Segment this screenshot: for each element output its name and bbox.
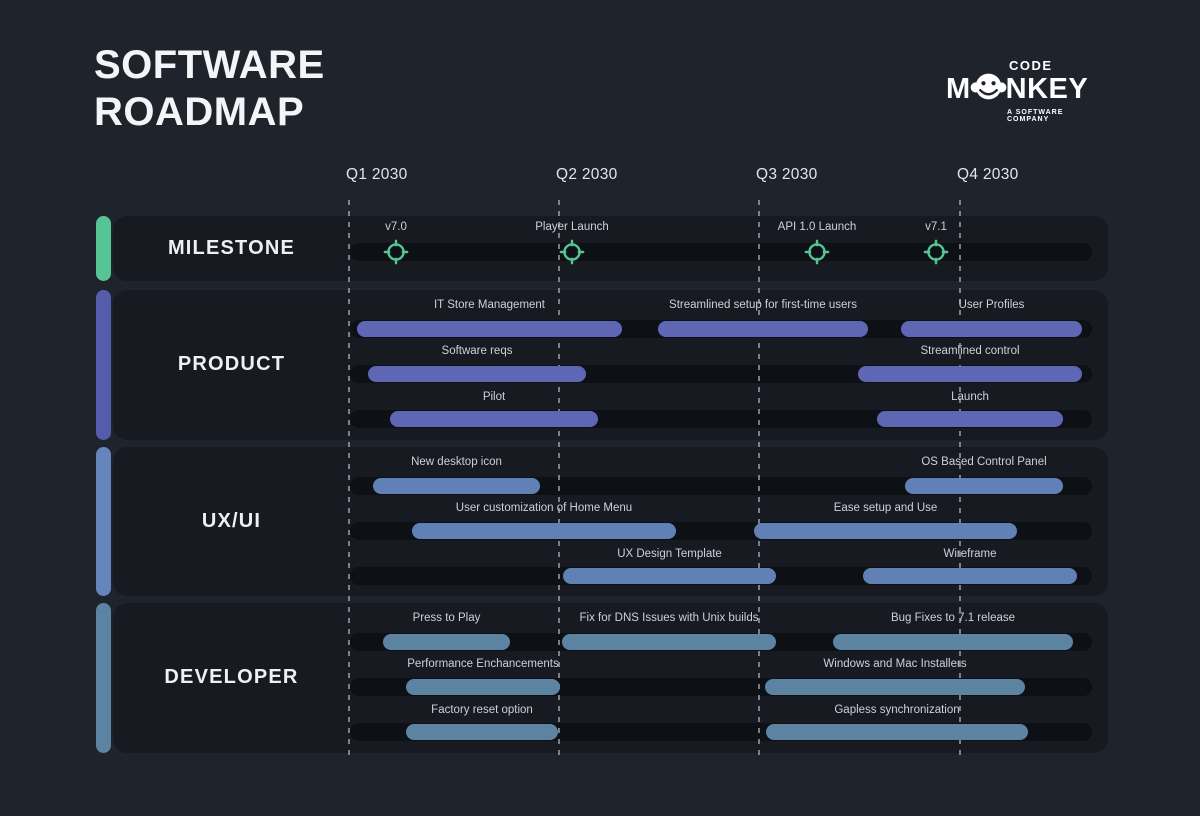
row-accent-ux-ui	[96, 447, 111, 596]
gantt-bar	[858, 366, 1082, 382]
quarter-gridline-2	[558, 200, 560, 756]
monkey-face-icon	[970, 70, 1007, 109]
gantt-bar-label: Wireframe	[943, 548, 997, 560]
gantt-bar	[406, 679, 560, 695]
quarter-label-3: Q3 2030	[756, 166, 818, 183]
gantt-bar-label: Streamlined control	[920, 345, 1020, 357]
gantt-bar	[877, 411, 1063, 427]
gantt-bar-label: Streamlined setup for first-time users	[669, 299, 857, 311]
gantt-bar-label: New desktop icon	[411, 456, 502, 468]
gantt-bar	[765, 679, 1025, 695]
gantt-bar	[905, 478, 1063, 494]
gantt-bar	[754, 523, 1017, 539]
gantt-bar	[863, 568, 1077, 584]
gantt-bar-label: IT Store Management	[433, 299, 546, 311]
gantt-bar-label: Windows and Mac Installers	[823, 658, 967, 670]
logo-tagline: A SOFTWARE COMPANY	[1007, 109, 1064, 123]
gantt-bar	[766, 724, 1028, 740]
page-title-line1: SOFTWARE	[94, 43, 325, 87]
row-accent-product	[96, 290, 111, 440]
gantt-bar-label: Ease setup and Use	[833, 502, 938, 514]
gantt-bar-label: Pilot	[482, 391, 506, 403]
gantt-bar-label: Bug Fixes to 7.1 release	[890, 612, 1016, 624]
gantt-bar-label: UX Design Template	[617, 548, 722, 560]
milestone-track	[350, 243, 1092, 261]
gantt-bar-label: OS Based Control Panel	[921, 456, 1047, 468]
row-accent-milestone	[96, 216, 111, 281]
logo-letters-nkey: NKEY	[1005, 73, 1089, 105]
gantt-bar-label: User Profiles	[958, 299, 1025, 311]
milestone-target-icon	[804, 239, 830, 265]
row-accent-developer	[96, 603, 111, 753]
gantt-bar	[658, 321, 868, 337]
row-label-product: PRODUCT	[177, 353, 286, 375]
logo-letter-m: M	[946, 73, 971, 105]
quarter-label-4: Q4 2030	[957, 166, 1019, 183]
gantt-bar-label: Gapless synchronization	[834, 704, 960, 716]
gantt-bar	[901, 321, 1082, 337]
quarter-label-1: Q1 2030	[346, 166, 408, 183]
milestone-target-icon	[559, 239, 585, 265]
row-label-ux-ui: UX/UI	[201, 509, 262, 532]
gantt-bar-label: Press to Play	[412, 612, 481, 624]
milestone-label: Player Launch	[535, 221, 609, 233]
gantt-bar	[406, 724, 558, 740]
milestone-label: v7.1	[925, 221, 947, 233]
quarter-gridline-3	[758, 200, 760, 756]
quarter-gridline-1	[348, 200, 350, 756]
gantt-bar	[357, 321, 622, 337]
logo-word-code: CODE	[1009, 58, 1053, 73]
logo-word-monkey: M NKEY	[946, 70, 1088, 109]
gantt-bar-label: Performance Enchancements	[407, 658, 559, 670]
page-title: SOFTWARE ROADMAP	[94, 42, 325, 136]
gantt-bar-label: Factory reset option	[431, 704, 533, 716]
gantt-bar	[390, 411, 598, 427]
row-label-milestone: MILESTONE	[167, 236, 296, 259]
gantt-bar-label: Launch	[951, 391, 989, 403]
gantt-bar	[833, 634, 1073, 650]
gantt-bar-label: Fix for DNS Issues with Unix builds	[579, 612, 759, 624]
milestone-target-icon	[923, 239, 949, 265]
gantt-bar-label: Software reqs	[441, 345, 513, 357]
gantt-bar	[412, 523, 676, 539]
gantt-bar-label: User customization of Home Menu	[455, 502, 633, 514]
page-title-line2: ROADMAP	[94, 89, 305, 134]
gantt-bar	[383, 634, 510, 650]
gantt-bar	[368, 366, 586, 382]
milestone-target-icon	[383, 239, 409, 265]
quarter-label-2: Q2 2030	[556, 166, 618, 183]
milestone-label: API 1.0 Launch	[777, 221, 857, 233]
company-logo: CODE M NKEY A SOFTWARE COMPANY	[946, 58, 1106, 123]
gantt-bar	[562, 634, 776, 650]
milestone-label: v7.0	[385, 221, 407, 233]
gantt-bar	[373, 478, 540, 494]
gantt-bar	[563, 568, 776, 584]
row-label-developer: DEVELOPER	[164, 666, 299, 688]
